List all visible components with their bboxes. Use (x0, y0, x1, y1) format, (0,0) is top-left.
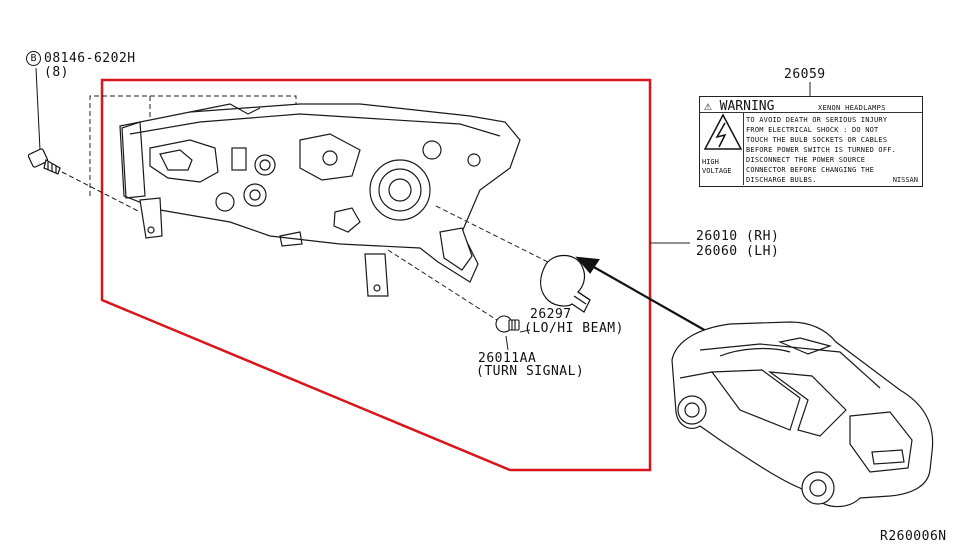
warning-title-text: WARNING (719, 99, 775, 114)
bolt-part-number: 08146-6202H (44, 51, 136, 66)
warning-body: TO AVOID DEATH OR SERIOUS INJURY FROM EL… (746, 115, 896, 185)
warning-divider-vertical (743, 113, 744, 185)
beam-bulb-part: 26297 (530, 307, 572, 322)
headlamp-lh-part: 26060 (LH) (696, 244, 780, 259)
warning-line: TOUCH THE BULB SOCKETS OR CABLES (746, 136, 888, 144)
bolt-icon (27, 67, 141, 213)
beam-bulb-desc: (LO/HI BEAM) (524, 321, 624, 336)
headlamp-assembly-highlight (100, 78, 652, 472)
headlamp-rh-part: 26010 (RH) (696, 229, 780, 244)
location-arrow (575, 256, 723, 341)
lo-hi-beam-bulb-icon (540, 254, 591, 313)
warning-label: ⚠ WARNING XENON HEADLAMPS HIGH VOLTAGE T… (699, 96, 923, 187)
high-voltage-text: HIGH VOLTAGE (702, 158, 732, 175)
leader-lines (387, 82, 811, 351)
headlamp-housing (119, 103, 521, 297)
turn-signal-bulb-icon (495, 315, 520, 333)
turn-bulb-desc: (TURN SIGNAL) (476, 364, 585, 379)
diagram-code: R260006N (880, 529, 947, 544)
phantom-bracket (89, 95, 297, 196)
warning-line: FROM ELECTRICAL SHOCK : DO NOT (746, 126, 879, 134)
warning-triangle-icon: ⚠ (704, 99, 712, 114)
warning-line: DISCHARGE BULBS. (746, 176, 817, 184)
bolt-quantity: (8) (44, 65, 69, 80)
warning-subtitle: XENON HEADLAMPS (818, 104, 886, 112)
high-voltage-icon (703, 113, 743, 150)
warning-title: ⚠ WARNING (704, 99, 774, 114)
warning-label-part-number: 26059 (784, 67, 826, 82)
warning-divider (700, 112, 922, 113)
warning-line: BEFORE POWER SWITCH IS TURNED OFF. (746, 146, 897, 154)
vehicle-icon (671, 321, 934, 508)
warning-brand: NISSAN (892, 176, 918, 184)
warning-line: DISCONNECT THE POWER SOURCE (746, 156, 866, 164)
warning-line: CONNECTOR BEFORE CHANGING THE (746, 166, 875, 174)
turn-bulb-part: 26011AA (478, 351, 537, 366)
warning-line: TO AVOID DEATH OR SERIOUS INJURY (746, 116, 888, 124)
bolt-callout-circle: B (26, 51, 41, 66)
